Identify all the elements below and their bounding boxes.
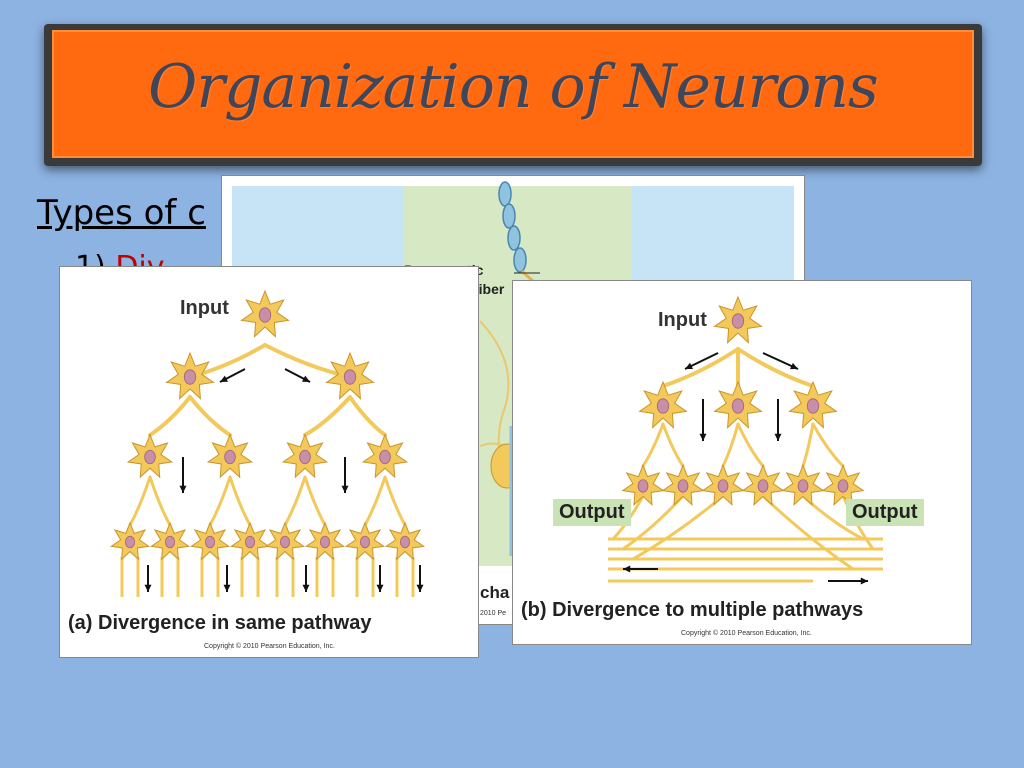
axon-branch: [188, 395, 232, 437]
figure-b-output-left: Output: [553, 499, 631, 526]
neuron-cell: [240, 289, 290, 338]
neuron-cell: [325, 351, 375, 400]
neuron-cell: [344, 521, 386, 561]
arrow-head: [790, 362, 798, 370]
neuron-cell: [206, 433, 254, 479]
axon-branch: [283, 475, 307, 527]
back-figure-caption: cha: [480, 583, 510, 602]
neuron-cell: [713, 295, 763, 344]
figure-a-caption: (a) Divergence in same pathway: [68, 612, 372, 634]
figure-a-copyright: Copyright © 2010 Pearson Education, Inc.: [204, 643, 335, 650]
figure-b-input-label: Input: [658, 309, 707, 331]
axon-branch: [736, 422, 765, 468]
axon-branch: [148, 475, 172, 527]
arrow-head: [376, 584, 384, 592]
arrow-head: [685, 362, 693, 369]
arrow-head: [179, 485, 187, 493]
figure-b-output-right: Output: [846, 499, 924, 526]
axon-branch: [661, 347, 740, 388]
axon-branch: [811, 422, 845, 468]
neuron-cell: [149, 521, 191, 561]
neuron-cell: [701, 463, 745, 506]
arrow-head: [416, 584, 424, 592]
neuron-cell: [741, 463, 785, 506]
neuron-cell: [713, 380, 763, 429]
neuron-cell: [384, 521, 426, 561]
neuron-cell: [189, 521, 231, 561]
axon-branch: [348, 395, 387, 437]
arrow-head: [341, 485, 349, 493]
arrow-head: [302, 584, 310, 592]
title-bar: Organization of Neurons: [52, 30, 974, 158]
axon-branch: [148, 395, 192, 437]
axon-branch: [303, 395, 352, 437]
axon-branch: [661, 422, 685, 468]
axon-branch: [641, 422, 665, 468]
slide-title: Organization of Neurons: [148, 52, 879, 122]
figure-b-diagram: [608, 295, 883, 585]
axon-branch: [303, 475, 327, 527]
axon-branch: [363, 475, 387, 527]
neuron-cell: [788, 380, 838, 429]
figure-a-panel: Input (a) Divergence in same pathway Cop…: [59, 266, 479, 658]
axon-branch: [208, 475, 232, 527]
arrow-head: [302, 375, 310, 382]
axon-branch: [761, 494, 855, 571]
axon-branch: [721, 422, 740, 468]
neuron-cell: [361, 433, 409, 479]
neuron-cell: [109, 521, 151, 561]
arrow-head: [623, 565, 631, 573]
axon-branch: [631, 494, 725, 561]
fiber-label: fiber: [474, 281, 505, 297]
back-figure-copyright: 2010 Pe: [480, 610, 507, 617]
neuron-cell: [304, 521, 346, 561]
neuron-cell: [821, 463, 865, 506]
axon-branch: [128, 475, 152, 527]
arrow-head: [220, 375, 228, 382]
axon-branch: [228, 475, 252, 527]
bullet-heading: Types of c: [37, 193, 206, 233]
arrow-head: [223, 584, 231, 592]
axon-branch: [801, 422, 815, 468]
arrow-head: [699, 433, 707, 441]
neuron-cell: [621, 463, 665, 506]
neuron-cell: [638, 380, 688, 429]
neuron-cell: [126, 433, 174, 479]
neuron-cell: [281, 433, 329, 479]
figure-b-caption: (b) Divergence to multiple pathways: [521, 599, 864, 621]
arrow-head: [774, 433, 782, 441]
arrow-head: [144, 584, 152, 592]
figure-b-copyright: Copyright © 2010 Pearson Education, Inc.: [681, 630, 812, 637]
neuron-cell: [264, 521, 306, 561]
neuron-cell: [229, 521, 271, 561]
neuron-cell: [661, 463, 705, 506]
neuron-cell: [165, 351, 215, 400]
arrow-head: [860, 577, 868, 585]
axon-branch: [736, 347, 815, 388]
figure-a-diagram: [109, 289, 426, 597]
neuron-cell: [781, 463, 825, 506]
figure-b-panel: Input Output Output (b) Divergence to mu…: [512, 280, 972, 645]
figure-a-input-label: Input: [180, 297, 229, 319]
axon-branch: [383, 475, 407, 527]
